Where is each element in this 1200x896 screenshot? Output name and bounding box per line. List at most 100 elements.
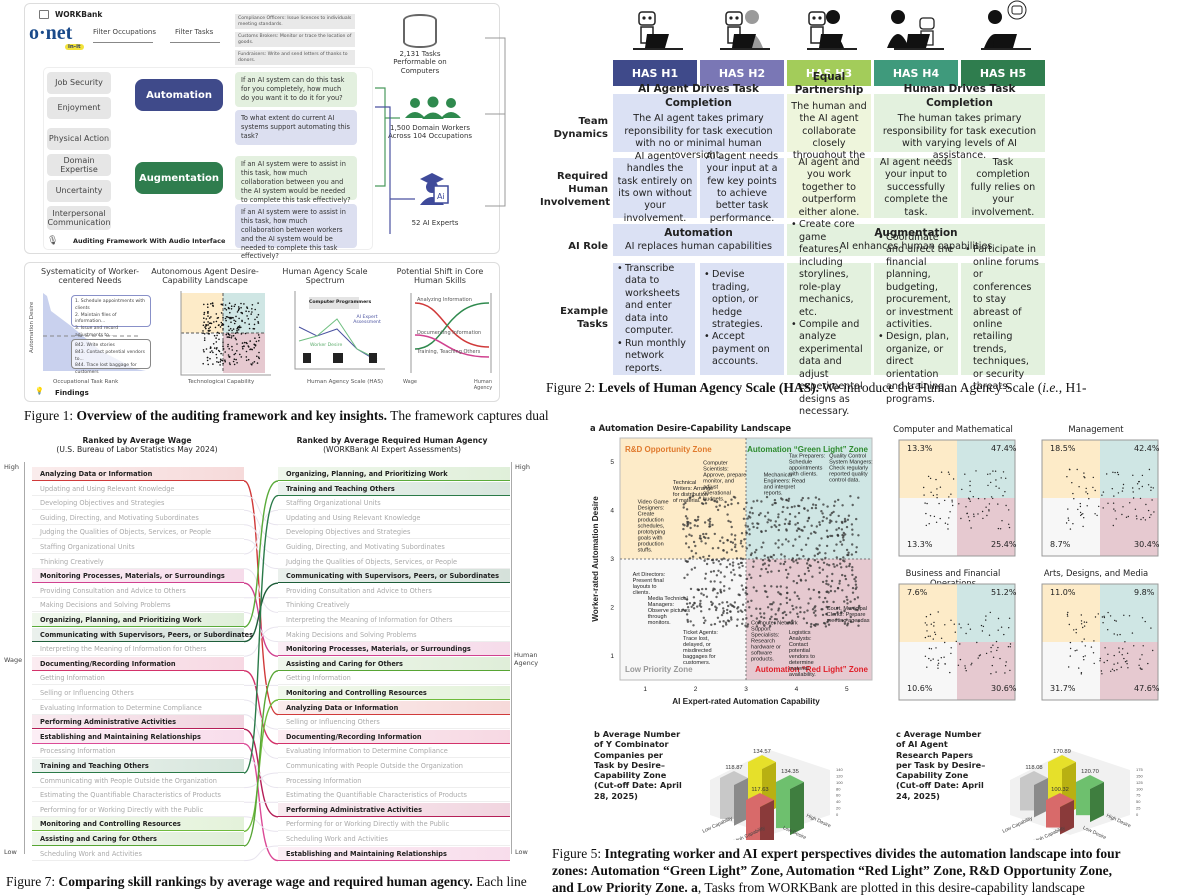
- task-point: [1106, 659, 1108, 662]
- task-point: [995, 640, 998, 643]
- task-point: [745, 586, 748, 589]
- figure2-has-table: HAS H1 HAS H2 HAS H3 HAS H4 HAS H5 Team …: [540, 0, 1200, 417]
- axis-category-label: Low Capability: [1002, 815, 1034, 834]
- arrow-icon: [93, 42, 153, 43]
- task-point: [1086, 493, 1089, 495]
- task-point: [706, 557, 709, 561]
- task-point: [973, 515, 975, 518]
- y-tick-label: 3: [610, 556, 614, 563]
- task-point: [964, 473, 966, 475]
- task-point: [937, 659, 939, 661]
- task-point: [926, 624, 928, 626]
- scatter-dot: [246, 307, 249, 309]
- task-point: [818, 523, 822, 526]
- tasks-count-value: 2,131 Tasks: [399, 50, 441, 58]
- caption-prefix: Figure 2:: [546, 380, 599, 395]
- task-point: [1113, 654, 1115, 657]
- task-point: [818, 596, 821, 599]
- task-point: [746, 517, 749, 520]
- task-point: [779, 562, 782, 565]
- task-point: [833, 549, 836, 552]
- wage-rank-item: Staffing Organizational Units: [32, 540, 244, 554]
- task-point: [710, 558, 714, 562]
- wage-rank-item: Establishing and Maintaining Relationshi…: [32, 729, 244, 744]
- task-point: [737, 606, 740, 609]
- task-point: [702, 535, 706, 539]
- right-header-title: Ranked by Average Required Human Agency: [296, 436, 488, 445]
- task-point: [708, 517, 712, 520]
- scatter-dot: [238, 325, 241, 327]
- task-point: [796, 615, 800, 618]
- task-point: [829, 513, 832, 517]
- task-point: [737, 610, 740, 613]
- pct-green: 42.4%: [1134, 444, 1160, 453]
- task-point: [957, 664, 960, 666]
- task-point: [1069, 528, 1072, 530]
- scatter-dot: [216, 361, 218, 363]
- task-point: [767, 564, 771, 567]
- scatter-dot: [232, 360, 235, 363]
- bar-value-label: 120.70: [1081, 769, 1099, 775]
- task-point: [722, 609, 725, 613]
- task-point: [777, 591, 780, 594]
- wage-rank-item: Evaluating Information to Determine Comp…: [32, 701, 244, 715]
- task-point: [751, 512, 754, 515]
- task-point: [688, 533, 691, 536]
- mini-panel-title: Management: [1068, 424, 1124, 434]
- scatter-dot: [202, 332, 204, 334]
- task-point: [1144, 620, 1146, 623]
- agency-rank-item: Documenting/Recording Information: [278, 729, 510, 744]
- task-point: [969, 484, 971, 487]
- task-point: [857, 606, 860, 610]
- task-point: [788, 522, 791, 526]
- task-point: [786, 506, 789, 509]
- task-point: [832, 563, 835, 566]
- scatter-dot: [225, 319, 227, 322]
- example-task: Create core game features, including sto…: [791, 219, 867, 319]
- task-point: [809, 564, 812, 568]
- task-point: [832, 510, 835, 514]
- scatter-dot: [236, 329, 238, 332]
- task-point: [835, 528, 838, 531]
- svg-text:Ai: Ai: [437, 192, 445, 201]
- sample-task: Compliance Officers: Issue licences to i…: [235, 14, 355, 29]
- sample-task: Fundraisers: Write and send letters of t…: [235, 50, 355, 65]
- task-point: [824, 552, 827, 555]
- z-tick-label: 75: [1136, 793, 1141, 798]
- task-point: [977, 657, 979, 659]
- question-automation-desire: If an AI system can do this task for you…: [235, 72, 357, 107]
- task-point: [824, 596, 827, 600]
- agency-axis: [511, 462, 512, 854]
- task-point: [975, 470, 977, 472]
- task-point: [715, 505, 718, 508]
- task-point: [807, 557, 810, 561]
- scatter-dot: [232, 317, 234, 319]
- agency-rank-item: Establishing and Maintaining Relationshi…: [278, 846, 510, 861]
- pct-rd: 18.5%: [1050, 444, 1076, 453]
- task-point: [845, 618, 848, 621]
- scatter-dot: [242, 347, 244, 350]
- task-point: [1145, 503, 1147, 506]
- scatter-dot: [224, 351, 226, 353]
- scatter-dot: [202, 362, 204, 365]
- task-point: [928, 657, 930, 660]
- has-spectrum-chart: [294, 291, 385, 370]
- scatter-dot: [248, 327, 251, 330]
- task-point: [1083, 476, 1085, 478]
- scatter-dot: [220, 359, 222, 361]
- task-point: [726, 503, 730, 507]
- task-point: [929, 635, 931, 637]
- scatter-dot: [256, 316, 258, 318]
- task-point: [935, 478, 937, 481]
- task-point: [787, 572, 790, 576]
- has-level-h2: HAS H2: [700, 60, 784, 86]
- filter-tasks-label: Filter Tasks: [175, 28, 214, 36]
- task-point: [702, 502, 705, 506]
- task-point: [1066, 476, 1068, 478]
- task-point: [925, 524, 927, 527]
- task-point: [845, 565, 848, 568]
- task-point: [769, 519, 772, 522]
- task-point: [958, 623, 960, 625]
